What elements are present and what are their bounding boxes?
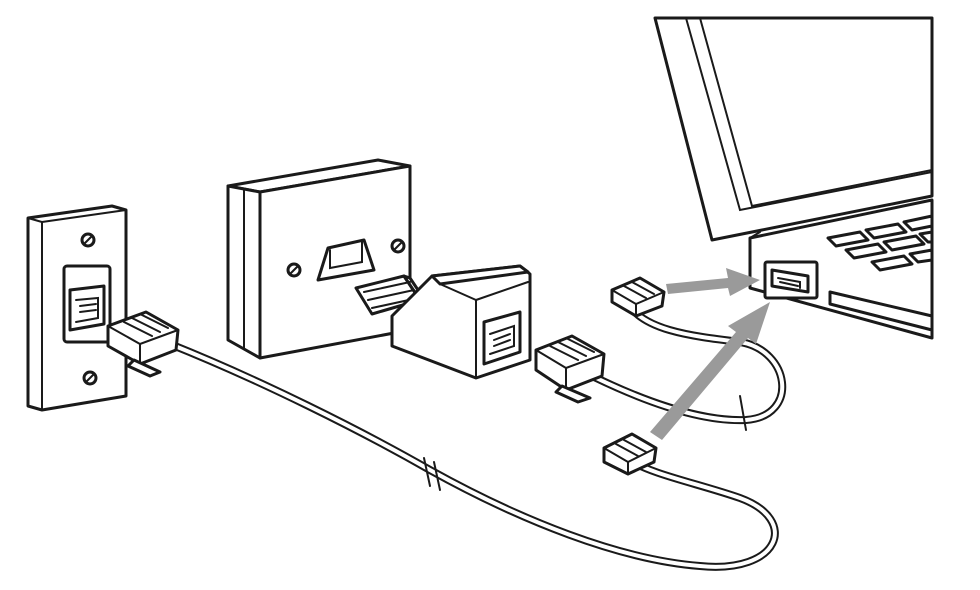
adapter-icon — [354, 264, 532, 380]
cable-break-mark — [739, 395, 747, 431]
laptop-slot — [828, 290, 934, 332]
laptop-base — [748, 198, 934, 340]
plug-icon — [610, 276, 666, 318]
plug-icon — [602, 432, 658, 476]
keyboard — [826, 214, 934, 272]
direction-arrow-icon — [666, 268, 760, 296]
laptop-icon — [653, 16, 934, 340]
master-socket-icon — [226, 158, 412, 360]
laptop-phone-port[interactable] — [770, 268, 810, 294]
cable-break-mark — [423, 457, 431, 487]
master-socket-port[interactable] — [316, 238, 376, 282]
plug-clip — [554, 384, 592, 404]
plug-icon — [106, 310, 180, 378]
adapter-port[interactable] — [482, 310, 522, 366]
plug-icon — [534, 334, 606, 404]
laptop-screen — [653, 16, 934, 242]
long-cable-icon — [166, 340, 779, 571]
wall-socket-port[interactable] — [62, 264, 112, 344]
wall-socket-icon — [26, 204, 128, 412]
adapter-cable-icon — [580, 296, 787, 431]
plug-clip — [126, 358, 162, 378]
direction-arrow-icon — [650, 302, 770, 440]
